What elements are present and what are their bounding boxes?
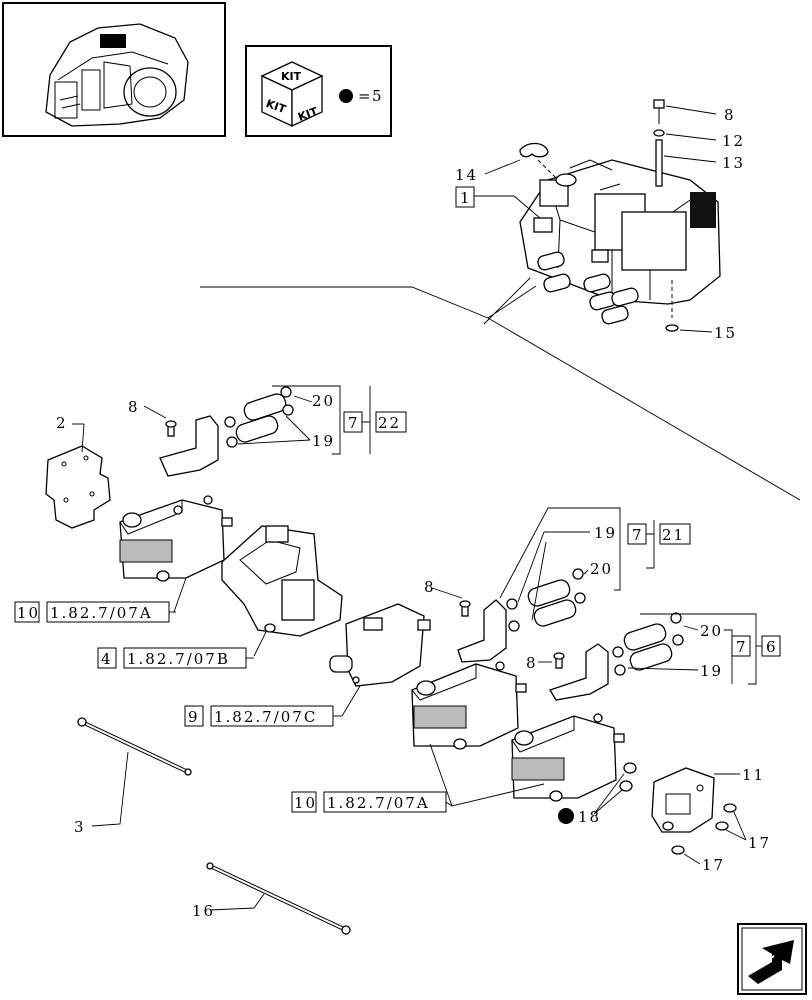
svg-text:22: 22 (378, 414, 401, 432)
kit-box-icon: KIT KIT KIT (260, 61, 324, 128)
valve-element-10a (119, 495, 233, 613)
svg-text:8: 8 (424, 578, 436, 596)
svg-text:4: 4 (101, 650, 113, 668)
bracket-group-6: 8 20 19 7 6 (526, 612, 781, 701)
callout-14: 14 (455, 159, 521, 184)
svg-text:13: 13 (722, 154, 745, 172)
callout-12: 12 (665, 132, 745, 150)
assembled-valve-block (519, 99, 721, 332)
valve-element-10c (429, 713, 625, 807)
svg-text:8: 8 (128, 398, 140, 416)
svg-text:10: 10 (17, 604, 40, 622)
svg-text:20: 20 (700, 622, 723, 640)
callout-1: 1 (455, 186, 541, 219)
reference-9: 9 1.82.7/07C (184, 705, 342, 727)
svg-text:9: 9 (188, 708, 200, 726)
svg-text:12: 12 (722, 132, 745, 150)
reference-4: 4 1.82.7/07B (97, 647, 254, 669)
svg-text:7: 7 (632, 526, 644, 544)
svg-text:1: 1 (460, 189, 472, 207)
callout-8-top: 8 (665, 105, 736, 124)
svg-text:3: 3 (74, 818, 86, 836)
next-page-arrow-icon[interactable] (737, 923, 807, 995)
explode-pointer (483, 277, 537, 325)
seals-18: 18 (558, 762, 637, 826)
svg-text:21: 21 (662, 526, 685, 544)
svg-text:6: 6 (766, 638, 778, 656)
svg-text:20: 20 (312, 392, 335, 410)
tractor-housing-thumbnail-icon (45, 23, 189, 127)
svg-text:1.82.7/07C: 1.82.7/07C (214, 708, 317, 726)
svg-text:14: 14 (455, 166, 478, 184)
svg-text:19: 19 (312, 432, 335, 450)
seals-17: 17 17 (671, 803, 771, 874)
svg-text:15: 15 (714, 324, 737, 342)
reference-10b: 10 1.82.7/07A (291, 791, 453, 813)
svg-text:1.82.7/07B: 1.82.7/07B (127, 650, 230, 668)
svg-text:8: 8 (526, 654, 538, 672)
kit-word-top: KIT (281, 70, 302, 83)
svg-text:8: 8 (724, 106, 736, 124)
valve-element-10b (411, 661, 527, 750)
svg-text:2: 2 (56, 414, 68, 432)
svg-text:19: 19 (594, 524, 617, 542)
svg-text:17: 17 (748, 834, 771, 852)
svg-text:18: 18 (578, 808, 601, 826)
svg-text:7: 7 (736, 638, 748, 656)
svg-text:10: 10 (294, 794, 317, 812)
housing-4 (221, 525, 343, 657)
svg-text:17: 17 (702, 856, 725, 874)
kit-legend: KIT KIT KIT = 5 (245, 45, 392, 137)
kit-dot-icon (339, 89, 353, 103)
reference-10a: 10 1.82.7/07A (14, 601, 176, 623)
svg-text:1.82.7/07A: 1.82.7/07A (327, 794, 430, 812)
callout-13: 13 (663, 154, 745, 172)
svg-text:19: 19 (700, 662, 723, 680)
valve-element-9 (329, 603, 431, 717)
bracket-group-21: 8 19 20 7 21 (424, 507, 691, 663)
svg-text:16: 16 (192, 902, 215, 920)
bracket-group-22: 8 20 19 7 22 (128, 385, 407, 477)
thumbnail-frame (2, 2, 226, 137)
kit-quantity: 5 (372, 87, 384, 105)
svg-text:20: 20 (590, 560, 613, 578)
kit-equals: = (358, 87, 373, 105)
svg-text:1.82.7/07A: 1.82.7/07A (50, 604, 153, 622)
kit-dot-icon (558, 808, 574, 824)
svg-text:11: 11 (742, 766, 765, 784)
cover-plate-2: 2 (45, 414, 111, 529)
callout-15: 15 (679, 324, 737, 342)
end-plate-11: 11 (651, 766, 765, 833)
svg-text:7: 7 (348, 414, 360, 432)
tie-rod-3: 3 (74, 717, 192, 836)
tie-rod-16: 16 (192, 862, 351, 935)
explode-line (200, 286, 801, 501)
